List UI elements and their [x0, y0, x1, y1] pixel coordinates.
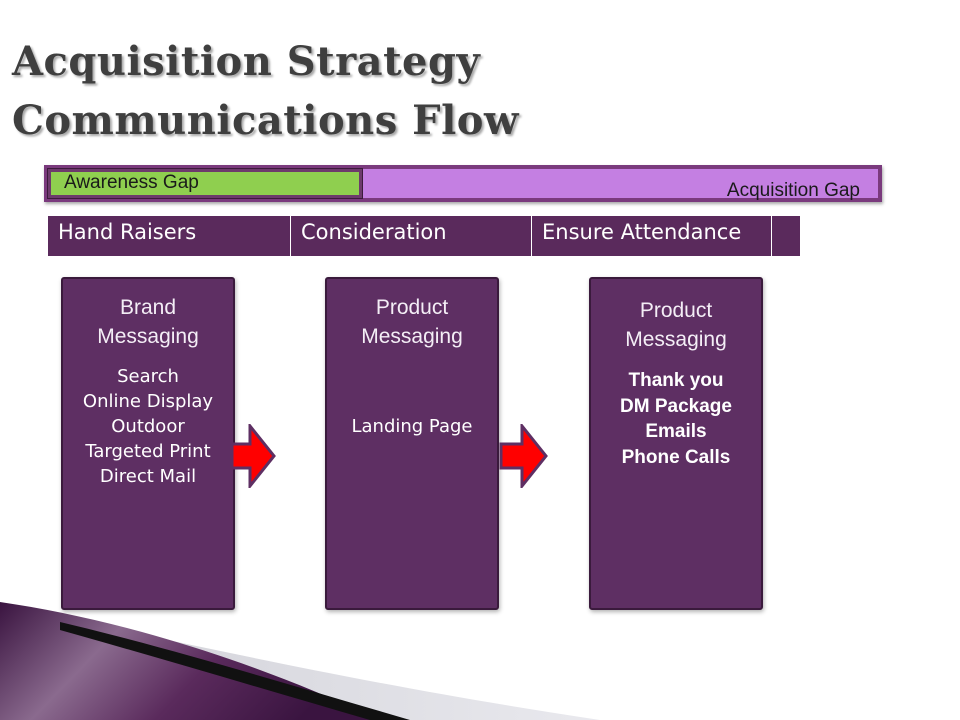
list-item: Direct Mail [99, 466, 197, 487]
box-heading-line: Messaging [625, 328, 727, 351]
list-item: Search [117, 366, 179, 387]
list-item: Outdoor [111, 416, 185, 437]
channel-list: Thank you DM Package Emails Phone Calls [591, 368, 761, 470]
product-messaging-box-1: Product Messaging Landing Page [325, 277, 499, 610]
box-heading: Product Messaging [327, 293, 497, 351]
list-item: DM Package [620, 395, 732, 417]
flow-arrow-1 [230, 424, 276, 488]
box-heading-line: Messaging [97, 325, 199, 348]
stage-empty-cell [772, 216, 800, 256]
product-messaging-box-2: Product Messaging Thank you DM Package E… [589, 277, 763, 610]
decorative-swoosh [0, 602, 600, 720]
channel-list: Landing Page [327, 414, 497, 439]
box-heading: Product Messaging [591, 296, 761, 354]
flow-arrow-2 [499, 424, 548, 488]
slide-title-line-1: Acquisition Strategy [12, 38, 481, 85]
box-heading-line: Brand [119, 296, 177, 319]
awareness-gap-label: Awareness Gap [64, 172, 199, 193]
list-item: Landing Page [351, 416, 473, 437]
list-item: Thank you [628, 370, 724, 391]
box-heading: Brand Messaging [63, 293, 233, 351]
acquisition-gap-bar: Awareness Gap Acquisition Gap [48, 169, 878, 201]
awareness-gap-bar [48, 169, 362, 198]
list-item: Emails [645, 421, 707, 442]
list-item: Targeted Print [85, 441, 211, 462]
list-item: Phone Calls [621, 446, 731, 468]
list-item: Online Display [82, 391, 214, 412]
channel-list: Search Online Display Outdoor Targeted P… [63, 364, 233, 489]
slide-title-line-2: Communications Flow [12, 97, 519, 144]
box-heading-line: Product [639, 299, 713, 322]
stage-hand-raisers: Hand Raisers [48, 216, 291, 256]
gap-bar: Awareness Gap Acquisition Gap [44, 165, 882, 202]
box-heading-line: Messaging [361, 325, 463, 348]
box-heading-line: Product [375, 296, 449, 319]
acquisition-gap-label: Acquisition Gap [726, 180, 860, 201]
stage-ensure-attendance: Ensure Attendance [532, 216, 772, 256]
stage-consideration: Consideration [291, 216, 532, 256]
brand-messaging-box: Brand Messaging Search Online Display Ou… [61, 277, 235, 610]
stage-header-row: Hand Raisers Consideration Ensure Attend… [48, 216, 800, 256]
